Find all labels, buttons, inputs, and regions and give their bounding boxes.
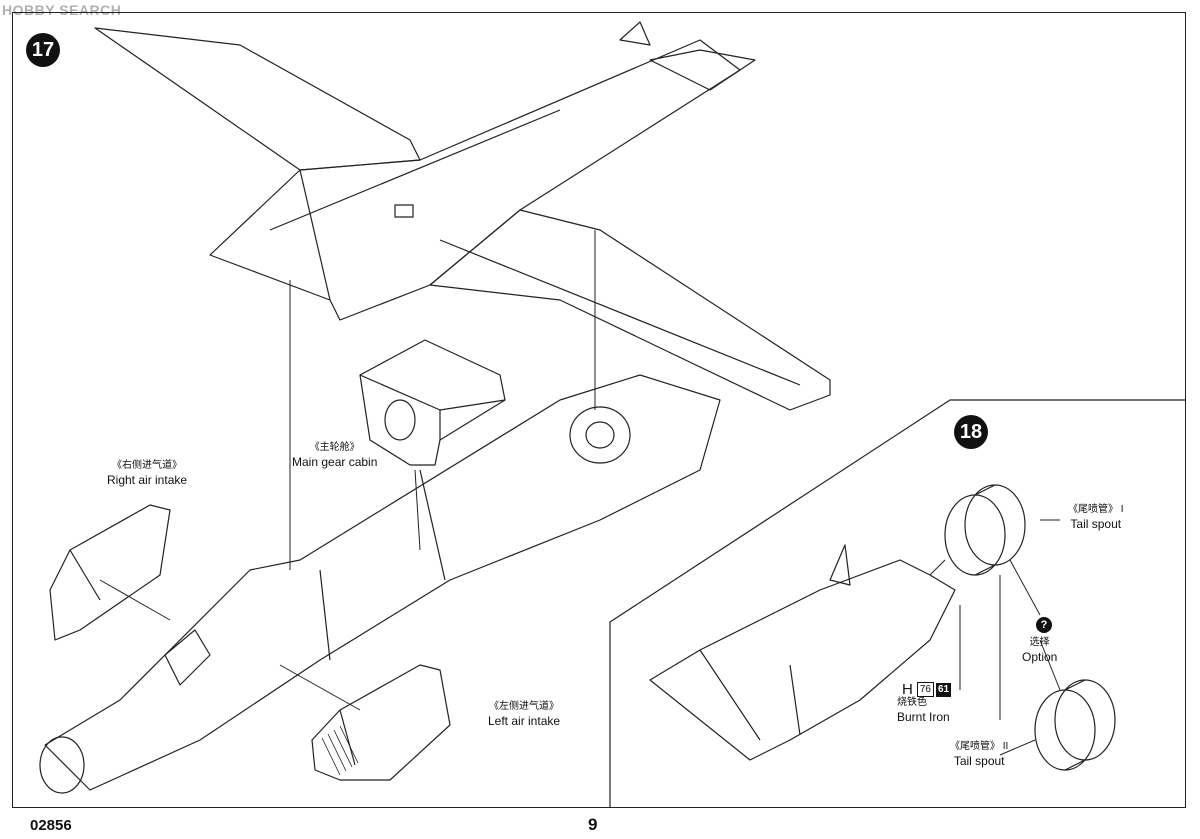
paint-code-76: 76: [916, 682, 934, 697]
fuselage-body: [39, 374, 721, 794]
tail-spout-2-cn: 《尾喷管》 II: [950, 741, 1009, 752]
step-17-marker: 17: [26, 33, 60, 67]
tail-spout-2-label: 《尾喷管》 II Tail spout: [950, 740, 1008, 768]
paint-code: H 76 61: [902, 681, 952, 698]
left-air-intake-en: Left air intake: [488, 714, 561, 728]
option-connectors: [929, 519, 1061, 756]
rear-fuselage-part: [649, 544, 956, 761]
tail-spout-2-en: Tail spout: [953, 754, 1005, 768]
step-18-marker: 18: [954, 415, 988, 449]
paint-letter: H: [902, 681, 913, 698]
option-cn: 选择: [1029, 637, 1050, 648]
option-question-icon: ?: [1036, 617, 1052, 633]
main-gear-cabin-cn: 《主轮舱》: [309, 442, 360, 453]
upper-wing-assembly: [94, 21, 831, 411]
tail-spout-1-cn: 《尾喷管》 I: [1068, 504, 1124, 515]
left-air-intake-part: [311, 664, 451, 781]
paint-label: 烧铁色 Burnt Iron: [897, 696, 950, 724]
main-gear-cabin-en: Main gear cabin: [292, 455, 378, 469]
main-gear-cabin-part: [359, 339, 506, 466]
left-air-intake-label: 《左侧进气道》 Left air intake: [488, 700, 560, 728]
right-air-intake-en: Right air intake: [107, 473, 188, 487]
page-frame: [12, 12, 1186, 808]
tail-spout-1-part: [944, 484, 1026, 576]
tail-spout-1-label: 《尾喷管》 I Tail spout: [1068, 503, 1124, 531]
paint-cn: 烧铁色: [897, 697, 927, 708]
paint-en: Burnt Iron: [897, 710, 950, 724]
hobby-search-watermark: HOBBY SEARCH: [2, 2, 122, 18]
assembly-arrows-17: [99, 230, 596, 711]
option-en: Option: [1022, 650, 1058, 664]
right-air-intake-label: 《右侧进气道》 Right air intake: [107, 459, 187, 487]
main-gear-cabin-label: 《主轮舱》 Main gear cabin: [292, 441, 377, 469]
option-label: 选择 Option: [1022, 636, 1057, 664]
kit-code: 02856: [30, 817, 72, 834]
right-air-intake-cn: 《右侧进气道》: [112, 460, 183, 471]
step18-frame: [609, 399, 1186, 808]
tail-spout-2-part: [1034, 679, 1116, 771]
tail-spout-1-en: Tail spout: [1070, 517, 1122, 531]
right-air-intake-part: [49, 504, 171, 641]
paint-code-61: 61: [935, 682, 952, 697]
left-air-intake-cn: 《左侧进气道》: [489, 701, 560, 712]
page-number: 9: [588, 815, 598, 834]
